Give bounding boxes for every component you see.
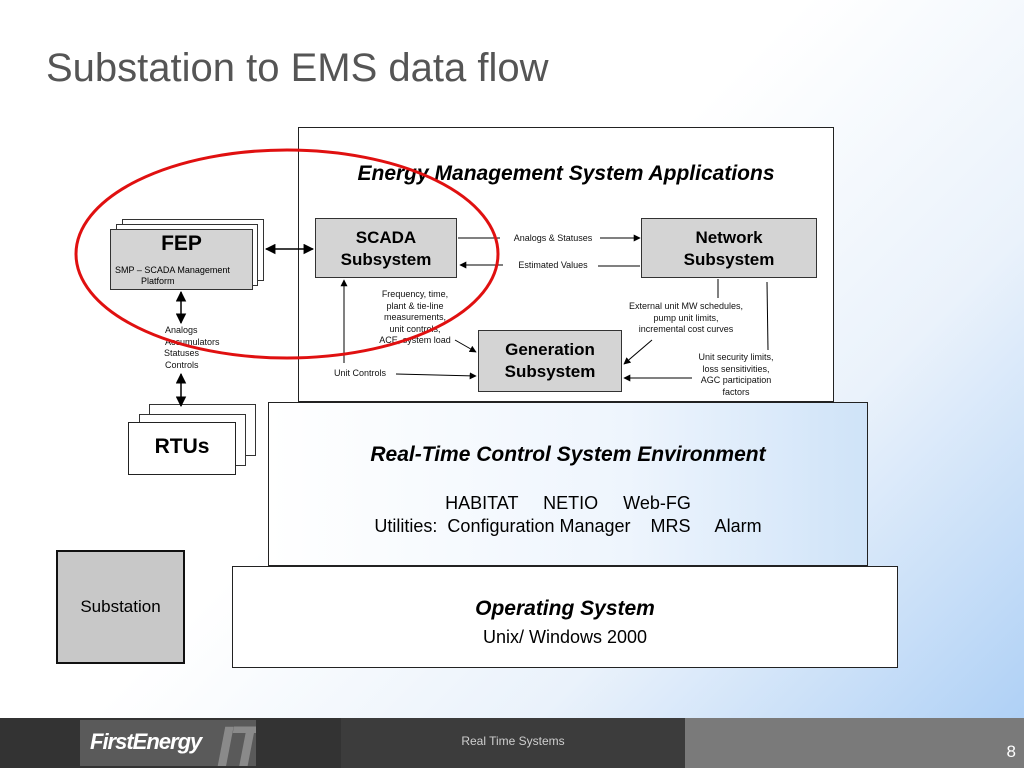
generation-label-1: Generation — [505, 340, 595, 359]
signal-controls: Controls — [165, 359, 199, 370]
scada-label-2: Subsystem — [340, 250, 432, 269]
fep-sub-2: Platform — [141, 276, 175, 286]
scada-label-1: SCADA — [355, 228, 417, 247]
real-time-control-layer: Real-Time Control System Environment HAB… — [268, 402, 868, 566]
unit-controls-arrow — [395, 372, 477, 380]
substation-label: Substation — [80, 597, 161, 616]
external-generation-arrow — [623, 339, 653, 365]
firstenergy-logo: IT FirstEnergy — [80, 720, 256, 766]
scada-subsystem: SCADA Subsystem — [315, 218, 457, 278]
slide-title: Substation to EMS data flow — [46, 46, 549, 90]
freq-line-1: Frequency, time, — [381, 289, 449, 299]
network-subsystem: Network Subsystem — [641, 218, 817, 278]
generation-label-2: Subsystem — [504, 362, 596, 381]
operating-system-layer: Operating System Unix/ Windows 2000 — [232, 566, 898, 668]
signal-statuses: Statuses — [164, 348, 200, 358]
fep-title: FEP — [161, 232, 202, 255]
os-line: Unix/ Windows 2000 — [482, 627, 648, 647]
external-line-2: pump unit limits, — [653, 312, 719, 323]
signal-analogs: Analogs — [165, 325, 198, 335]
footer-right-panel — [685, 718, 1024, 768]
generation-subsystem: Generation Subsystem — [478, 330, 622, 392]
freq-generation-arrow — [454, 339, 477, 353]
rtc-heading: Real-Time Control System Environment — [370, 443, 766, 466]
unit-security-line-2: loss sensitivities, — [702, 363, 770, 374]
logo-it-mark: IT — [216, 720, 256, 766]
unit-security-line-1: Unit security limits, — [698, 352, 774, 362]
rtc-line-2: Utilities: Configuration Manager MRS Ala… — [374, 516, 762, 536]
ems-heading: Energy Management System Applications — [357, 162, 775, 185]
network-down-line-2 — [766, 281, 769, 351]
highlight-ellipse — [74, 148, 500, 360]
external-line-3: incremental cost curves — [638, 324, 734, 334]
unit-security-line-3: AGC participation — [700, 375, 772, 385]
label-unit-security-block: Unit security limits, loss sensitivities… — [680, 352, 792, 398]
signal-accumulators: Accumulators — [165, 336, 220, 347]
fep-box: FEP SMP – SCADA Management Platform — [110, 229, 253, 290]
label-frequency-block: Frequency, time, plant & tie-line measur… — [360, 289, 470, 347]
rtc-line-1: HABITAT NETIO Web-FG — [445, 493, 691, 513]
rtu-title: RTUs — [154, 435, 210, 458]
label-estimated-values: Estimated Values — [518, 260, 588, 270]
external-line-1: External unit MW schedules, — [628, 301, 744, 311]
rtu-signal-list: Analogs Accumulators Statuses Controls — [164, 325, 220, 371]
network-label-1: Network — [695, 228, 763, 247]
unit-security-line-4: factors — [722, 386, 750, 397]
label-analogs-statuses: Analogs & Statuses — [513, 233, 593, 243]
label-unit-controls: Unit Controls — [334, 368, 387, 378]
freq-line-4: unit controls, — [389, 323, 441, 334]
footer-center-panel — [341, 718, 685, 768]
os-heading: Operating System — [475, 597, 655, 620]
freq-line-2: plant & tie-line — [386, 300, 444, 311]
footer-center-text: Real Time Systems — [461, 734, 565, 748]
network-label-2: Subsystem — [683, 250, 775, 269]
fep-sub-1: SMP – SCADA Management — [115, 265, 230, 275]
logo-text: FirstEnergy — [90, 729, 202, 754]
connector-arrows — [74, 148, 769, 408]
substation-box: Substation — [56, 550, 185, 664]
freq-line-3: measurements, — [383, 312, 447, 322]
label-external-block: External unit MW schedules, pump unit li… — [616, 301, 756, 336]
page-number: 8 — [1006, 742, 1016, 761]
rtu-box: RTUs — [128, 422, 236, 475]
freq-line-5: ACE, system load — [379, 335, 451, 345]
